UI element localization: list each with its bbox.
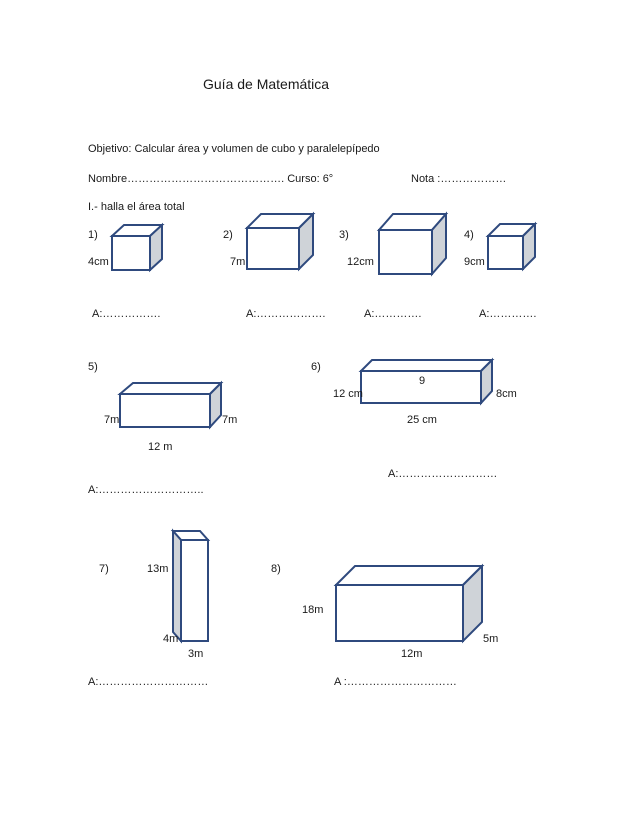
exercise-number-6: 6) bbox=[311, 361, 321, 373]
prism-figure-8 bbox=[333, 563, 485, 644]
exercise-number-8: 8) bbox=[271, 563, 281, 575]
exercise-number-4: 4) bbox=[464, 229, 474, 241]
dimension-label: 13m bbox=[147, 563, 169, 575]
answer-line-3: A:…………. bbox=[364, 308, 422, 320]
dimension-label: 9cm bbox=[464, 256, 485, 268]
dimension-label: 12m bbox=[401, 648, 423, 660]
prism-figure-7 bbox=[170, 528, 211, 644]
exercise-number-1: 1) bbox=[88, 229, 98, 241]
dimension-label: 12 m bbox=[148, 441, 173, 453]
dimension-label: 4m bbox=[163, 633, 179, 645]
prism-figure-5 bbox=[117, 380, 224, 430]
dimension-label: 5m bbox=[483, 633, 499, 645]
dimension-label: 7m bbox=[230, 256, 246, 268]
answer-line-5: A:……………………….. bbox=[88, 484, 204, 496]
answer-line-6: A:……………………… bbox=[388, 468, 498, 480]
dimension-label: 9 bbox=[419, 375, 426, 387]
exercise-number-2: 2) bbox=[223, 229, 233, 241]
cube-figure-3 bbox=[376, 211, 449, 277]
page-title: Guía de Matemática bbox=[203, 76, 330, 92]
prism-figure-6 bbox=[358, 357, 495, 406]
cube-figure-1 bbox=[109, 222, 165, 273]
dimension-label: 25 cm bbox=[407, 414, 437, 426]
dimension-label: 3m bbox=[188, 648, 204, 660]
dimension-label: 18m bbox=[302, 604, 324, 616]
answer-line-1: A:……………. bbox=[92, 308, 161, 320]
answer-line-7: A:………………………… bbox=[88, 676, 209, 688]
exercise-number-7: 7) bbox=[99, 563, 109, 575]
dimension-label: 8cm bbox=[496, 388, 517, 400]
dimension-label: 12cm bbox=[347, 256, 374, 268]
name-course-line: Nombre……………………………………. Curso: 6° bbox=[88, 173, 334, 185]
section-heading: I.- halla el área total bbox=[88, 201, 185, 213]
grade-line: Nota :……………… bbox=[411, 173, 507, 185]
dimension-label: 12 cm bbox=[333, 388, 363, 400]
dimension-label: 7m bbox=[222, 414, 238, 426]
answer-line-8: A :………………………… bbox=[334, 676, 457, 688]
exercise-number-3: 3) bbox=[339, 229, 349, 241]
exercise-number-5: 5) bbox=[88, 361, 98, 373]
dimension-label: 4cm bbox=[88, 256, 109, 268]
answer-line-4: A:…………. bbox=[479, 308, 537, 320]
cube-figure-2 bbox=[244, 211, 316, 272]
dimension-label: 7m bbox=[104, 414, 120, 426]
answer-line-2: A:………………. bbox=[246, 308, 326, 320]
cube-figure-4 bbox=[485, 221, 538, 272]
objective-text: Objetivo: Calcular área y volumen de cub… bbox=[88, 143, 380, 155]
